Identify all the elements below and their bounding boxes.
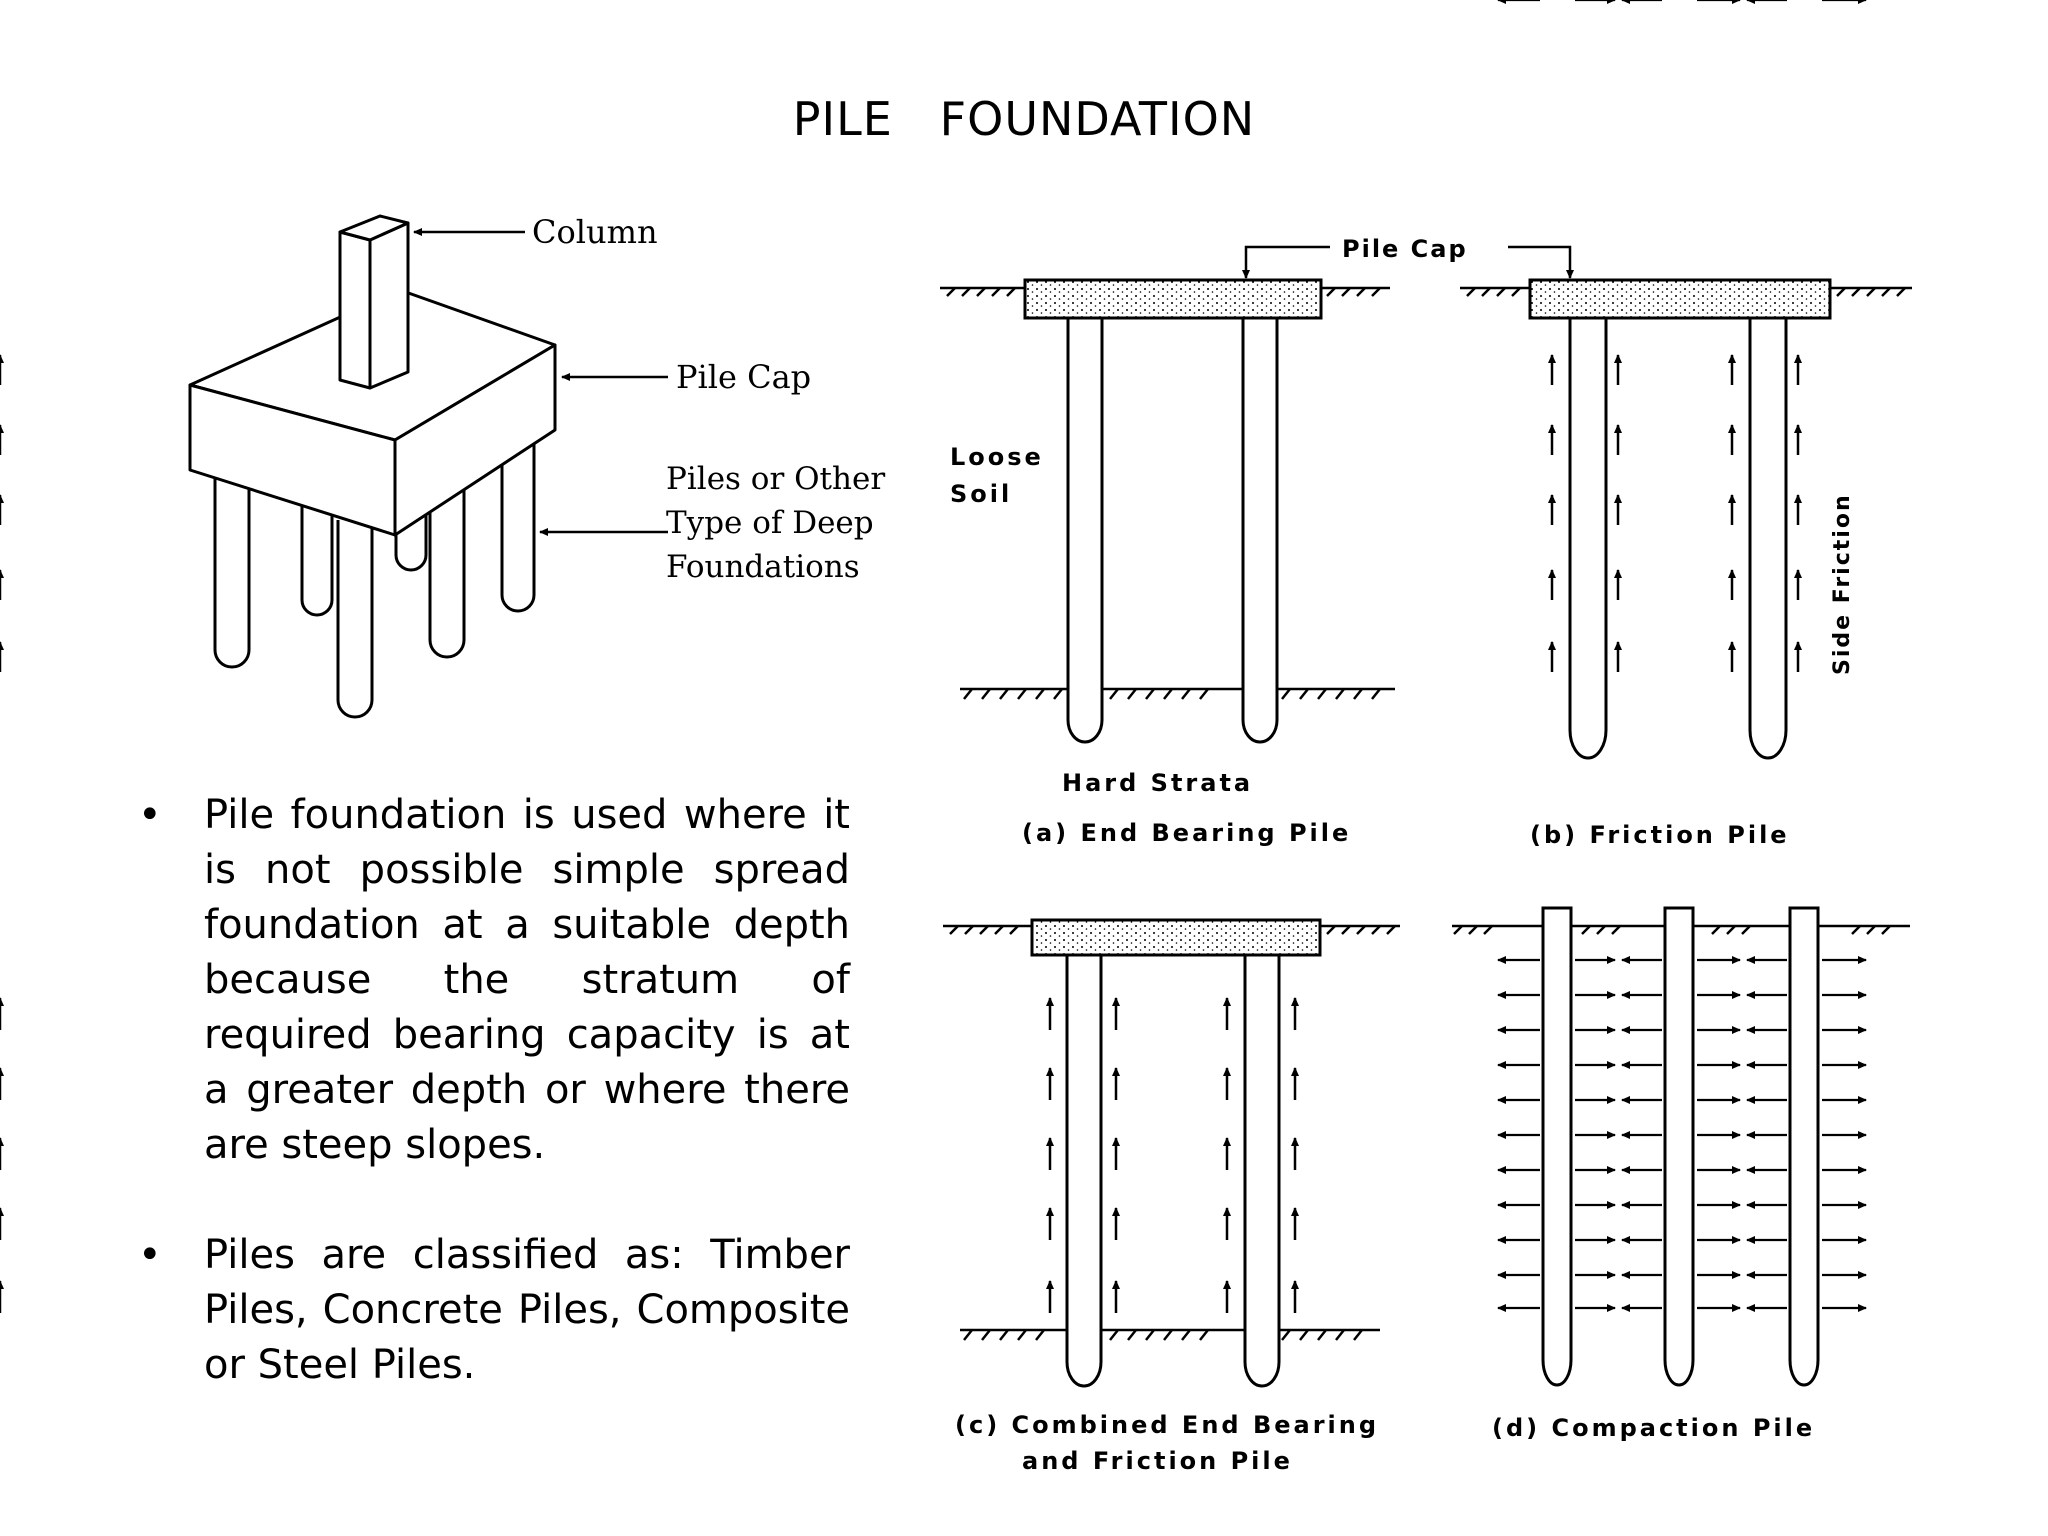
panel-compaction (1452, 906, 1910, 1387)
label-hard-strata: Hard Strata (1062, 769, 1253, 797)
caption-b: (b) Friction Pile (1530, 821, 1790, 849)
bullet-item: • Pile foundation is used where it is no… (138, 788, 850, 1173)
label-loose-soil-1: Loose (950, 443, 1044, 471)
isometric-pile-group (188, 214, 557, 719)
bullet-item: • Piles are classified as: Timber Piles,… (138, 1228, 850, 1393)
label-pile-cap: Pile Cap (1342, 235, 1468, 263)
pile-back-right (500, 420, 536, 613)
panel-end-bearing (940, 278, 1395, 744)
iso-leaders (413, 228, 668, 536)
column-front (338, 230, 372, 390)
panel-combined (943, 918, 1400, 1388)
pile-cap-pointer (1242, 245, 1574, 279)
label-piles-line2: Type of Deep (666, 505, 874, 541)
bullet-marker: • (138, 792, 162, 838)
caption-c-line1: (c) Combined End Bearing (955, 1411, 1379, 1439)
caption-c-line2: and Friction Pile (1022, 1447, 1293, 1475)
column-top (338, 214, 410, 242)
caption-a: (a) End Bearing Pile (1022, 819, 1351, 847)
pile-front-right (428, 470, 466, 659)
bullet-marker: • (138, 1232, 162, 1278)
column-side (368, 221, 410, 390)
label-side-friction: Side Friction (1830, 493, 1855, 675)
pile-cap-side (393, 343, 557, 537)
label-loose-soil-2: Soil (950, 480, 1012, 508)
label-column: Column (532, 213, 658, 251)
pile-back-left (300, 485, 334, 617)
label-piles-line3: Foundations (666, 549, 860, 585)
slide-title: PILE FOUNDATION (792, 92, 1256, 146)
caption-d: (d) Compaction Pile (1492, 1414, 1815, 1442)
panel-friction (1460, 278, 1912, 760)
bullet-text: Pile foundation is used where it is not … (204, 792, 850, 1168)
bullet-list: • Pile foundation is used where it is no… (138, 788, 850, 1448)
pile-front-left (213, 440, 251, 669)
label-piles-line1: Piles or Other (666, 461, 885, 497)
bullet-text: Piles are classified as: Timber Piles, C… (204, 1232, 850, 1388)
label-pile-cap-iso: Pile Cap (676, 358, 811, 396)
pile-front-mid (336, 520, 374, 719)
